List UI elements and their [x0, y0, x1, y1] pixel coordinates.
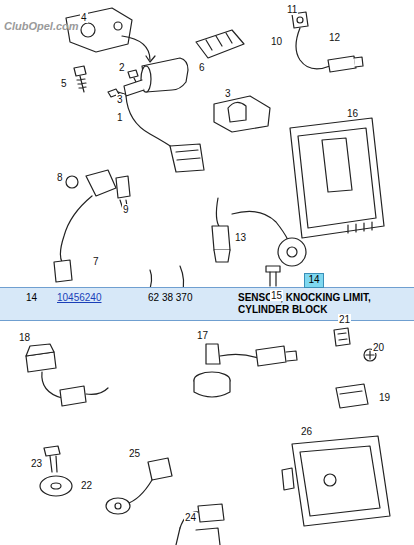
callout-number: 20 — [372, 342, 385, 353]
callout-number: 9 — [122, 204, 130, 215]
callout-number: 22 — [80, 480, 93, 491]
callout-number: 7 — [92, 256, 100, 267]
table-cell: 62 38 370 — [148, 292, 218, 304]
callout-number: 18 — [18, 332, 31, 343]
callout-number: 5 — [60, 78, 68, 89]
callout-number: 24 — [184, 512, 197, 523]
part-number-link: 10456240 — [57, 292, 127, 304]
table-cell: 14 — [26, 292, 48, 304]
callout-number: 23 — [30, 458, 43, 469]
callout-number: 25 — [128, 448, 141, 459]
callout-number: 4 — [80, 12, 88, 23]
callout-number: 13 — [234, 232, 247, 243]
highlighted-callout: 14 — [304, 273, 324, 288]
callout-number: 2 — [118, 62, 126, 73]
callout-number: 26 — [300, 426, 313, 437]
watermark: ClubOpel.com — [4, 20, 79, 32]
callout-number: 19 — [378, 392, 391, 403]
callout-number: 3 — [116, 94, 124, 105]
parts-table-row: 14 10456240 62 38 370 SENSOR, KNOCKING LIMI… — [0, 287, 414, 321]
callout-number: 12 — [328, 32, 341, 43]
callout-number: 10 — [270, 36, 283, 47]
callout-number: 16 — [346, 108, 359, 119]
callout-number: 3 — [224, 88, 232, 99]
callout-number: 6 — [198, 62, 206, 73]
part-description: SENSOR, KNOCKING LIMIT, CYLINDER BLOCK — [238, 292, 398, 316]
callout-number: 14 — [308, 274, 319, 285]
callout-number: 11 — [286, 4, 298, 15]
callout-number: 8 — [56, 172, 64, 183]
callout-number: 15 — [270, 290, 283, 301]
callout-number: 17 — [196, 330, 209, 341]
callout-number: 1 — [116, 112, 124, 123]
callout-number: 21 — [338, 314, 351, 325]
